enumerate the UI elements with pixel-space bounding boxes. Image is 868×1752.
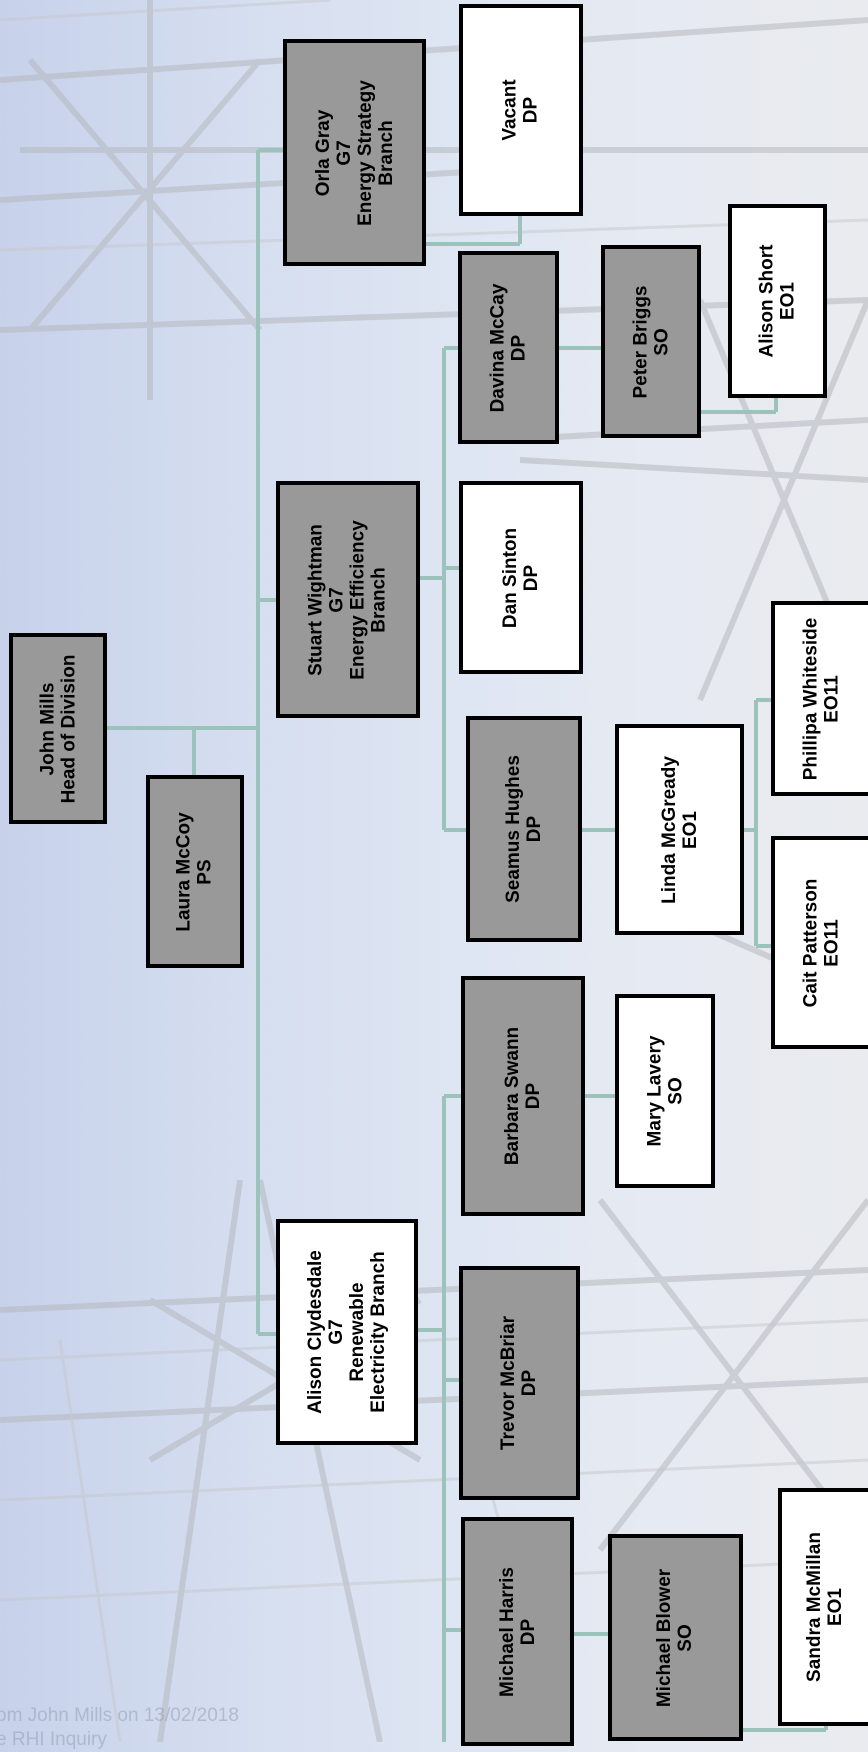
node-peter-briggs: Peter Briggs SO [601, 245, 701, 438]
node-alison-short: Alison Short EO1 [728, 204, 827, 398]
node-role: EO1 [679, 810, 701, 849]
node-alison-clydesdale: Alison Clydesdale G7 Renewable Electrici… [276, 1219, 418, 1445]
node-grade: G7 [326, 1319, 348, 1345]
node-branch: Energy Efficiency [348, 519, 370, 680]
node-michael-harris: Michael Harris DP [461, 1517, 574, 1746]
node-barbara-swann: Barbara Swann DP [461, 976, 585, 1216]
node-name: Sandra McMillan [804, 1532, 826, 1682]
node-vacant: Vacant DP [459, 4, 583, 216]
node-name: Barbara Swann [502, 1026, 524, 1166]
node-name: Laura McCoy [174, 811, 195, 932]
node-trevor-mcbriar: Trevor McBriar DP [459, 1266, 580, 1500]
node-linda-mcgready: Linda McGready EO1 [615, 724, 744, 935]
node-role: EO11 [821, 918, 843, 967]
node-laura-mccoy: Laura McCoy PS [146, 775, 244, 968]
node-cait-patterson: Cait Patterson EO11 [771, 836, 868, 1049]
node-name: Phillipa Whiteside [800, 617, 822, 780]
node-name: Mary Lavery [644, 1035, 665, 1147]
watermark-line-2: e RHI Inquiry [0, 1729, 107, 1750]
node-john-mills: John Mills Head of Division [9, 633, 107, 824]
node-stuart-wightman: Stuart Wightman G7 Energy Efficiency Bra… [276, 481, 420, 718]
node-role: DP [524, 815, 546, 843]
node-name: Stuart Wightman [306, 523, 328, 676]
watermark-text: om John Mills on 13/02/2018 e RHI Inquir… [0, 1704, 239, 1752]
node-role: SO [665, 1077, 686, 1105]
node-name: Linda McGready [658, 755, 680, 904]
node-branch-2: Branch [369, 566, 391, 633]
node-role: EO11 [821, 674, 843, 723]
node-role: SO [675, 1623, 697, 1652]
node-role: DP [523, 1082, 545, 1110]
node-seamus-hughes: Seamus Hughes DP [466, 716, 582, 942]
node-michael-blower: Michael Blower SO [608, 1534, 743, 1741]
node-branch-2: Branch [375, 119, 397, 186]
node-role: DP [517, 1618, 539, 1645]
node-name: Trevor McBriar [498, 1315, 520, 1451]
node-dan-sinton: Dan Sinton DP [459, 481, 583, 674]
node-orla-gray: Orla Gray G7 Energy Strategy Branch [283, 39, 426, 266]
node-name: Michael Blower [654, 1568, 676, 1707]
node-role: DP [520, 96, 542, 124]
node-role: DP [519, 1369, 541, 1397]
node-name: Alison Clydesdale [305, 1250, 327, 1414]
node-role: Head of Division [58, 654, 80, 803]
node-name: John Mills [37, 682, 59, 775]
node-role: DP [521, 564, 542, 591]
node-name: Vacant [499, 79, 521, 141]
node-role: EO1 [825, 1587, 847, 1627]
node-name: Peter Briggs [630, 285, 652, 398]
node-branch: Energy Strategy [354, 79, 376, 226]
node-mary-lavery: Mary Lavery SO [615, 994, 715, 1188]
node-grade: G7 [327, 586, 349, 613]
node-role: PS [195, 858, 216, 885]
node-role: DP [508, 334, 530, 361]
node-sandra-mcmillan: Sandra McMillan EO1 [778, 1488, 868, 1726]
node-role: EO1 [777, 281, 799, 321]
node-name: Orla Gray [312, 109, 334, 196]
node-grade: G7 [333, 139, 355, 166]
node-name: Davina McCay [487, 283, 509, 412]
node-name: Michael Harris [496, 1566, 518, 1697]
node-davina-mccay: Davina McCay DP [458, 251, 559, 444]
node-branch-2: Electricity Branch [368, 1251, 390, 1413]
watermark-line-1: om John Mills on 13/02/2018 [0, 1705, 239, 1726]
node-role: SO [651, 327, 673, 356]
node-branch: Renewable [347, 1282, 369, 1382]
node-name: Cait Patterson [800, 878, 822, 1007]
node-name: Seamus Hughes [503, 755, 525, 903]
node-phillipa-whiteside: Phillipa Whiteside EO11 [771, 601, 868, 796]
node-name: Alison Short [756, 244, 778, 358]
node-name: Dan Sinton [500, 527, 521, 628]
